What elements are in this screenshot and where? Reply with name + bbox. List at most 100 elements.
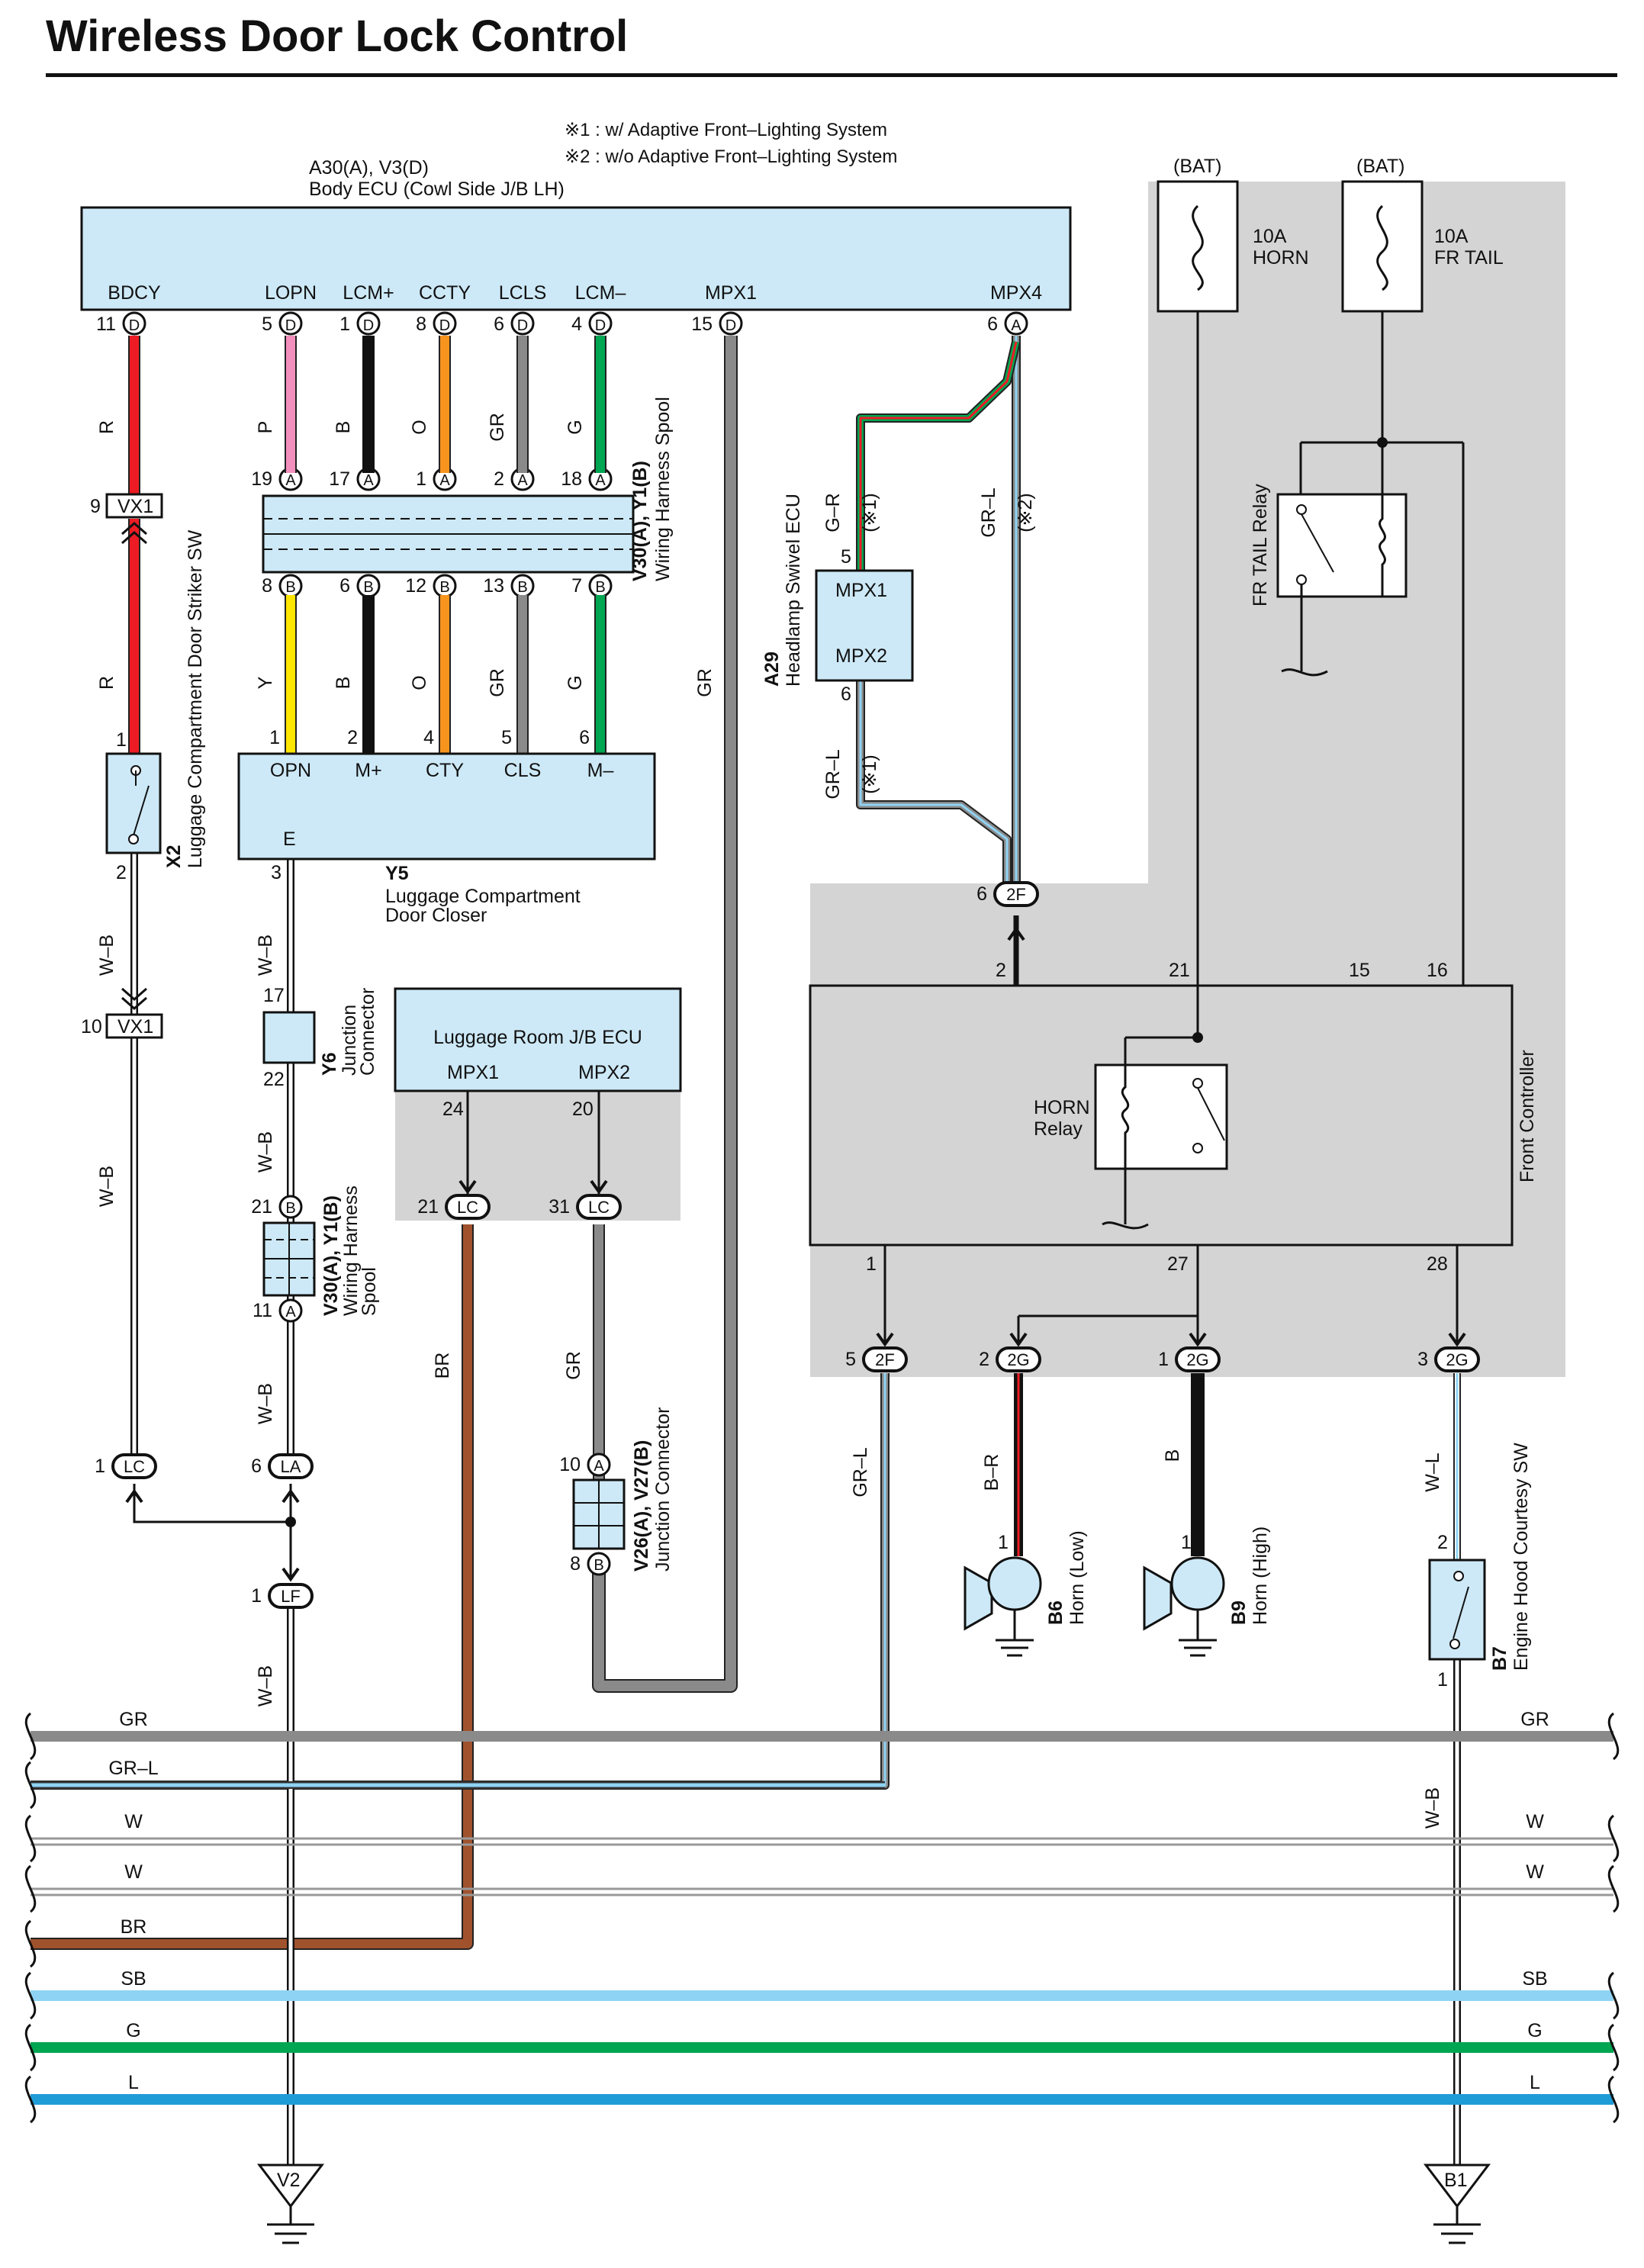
ecu-pin-conn: A: [1011, 317, 1021, 334]
conn-lc-31: [576, 1194, 622, 1220]
hood-sw-code: B7: [1489, 1646, 1510, 1671]
conn-lc-1: [111, 1453, 157, 1479]
ecu-pin-label: LCM–: [575, 282, 626, 304]
y6-pin-top: 17: [263, 985, 285, 1006]
ground-v2: [256, 2163, 325, 2244]
wire-color-label: (※1): [859, 493, 880, 532]
fuse-tail-name: FR TAIL: [1434, 247, 1504, 269]
spool-bottom-conn: B: [285, 579, 295, 596]
v26-pin-bottom: [587, 1552, 611, 1576]
conn-la-6: [268, 1453, 314, 1479]
bus-right-label: W: [1526, 1811, 1544, 1832]
ground-join: [133, 1484, 292, 1579]
ecu-pin-circle: [122, 311, 146, 336]
wire-color-label: W–B: [255, 935, 276, 976]
bus-break-right: [1607, 1864, 1620, 1913]
wire-hl-bottom: [857, 680, 1010, 883]
note-2: ※2 : w/o Adaptive Front–Lighting System: [565, 146, 897, 167]
closer-pin-num: 6: [579, 727, 590, 748]
fuse-horn-rating: 10A: [1253, 226, 1287, 247]
ecu-pin-label: MPX1: [705, 282, 757, 304]
headlamp-ecu-pin2: MPX2: [835, 645, 887, 667]
ecu-pin-circle: [356, 311, 381, 336]
bus-right-label: SB: [1522, 1968, 1547, 1990]
arrow-down: [1009, 1332, 1028, 1347]
headlamp-ecu-num1: 5: [841, 546, 851, 568]
spool-bottom-num: 13: [483, 575, 504, 597]
ground-b1-label: B1: [1444, 2170, 1468, 2191]
horn-low-name: Horn (Low): [1067, 1530, 1088, 1625]
front-controller-name: Front Controller: [1517, 1050, 1538, 1182]
horn-low-pin: 1: [998, 1532, 1009, 1553]
bus-right-label: GR: [1520, 1709, 1549, 1730]
lower-spool-pin-bottom: [278, 1298, 303, 1323]
conn-2g-1-num: 1: [1158, 1349, 1169, 1370]
fc-pin-16: 16: [1427, 960, 1448, 981]
conn-2g-1: [1175, 1346, 1221, 1372]
horn-relay-label1: HORN: [1034, 1097, 1090, 1118]
page-title: Wireless Door Lock Control: [46, 11, 629, 61]
conn-2g-2: [996, 1346, 1041, 1372]
conn-2g-3: [1434, 1346, 1480, 1372]
ecu-pin-num: 1: [339, 314, 350, 335]
ecu-pin-conn: D: [595, 317, 606, 334]
conn-2g-2-num: 2: [979, 1349, 989, 1370]
tail-relay-name: FR TAIL Relay: [1250, 484, 1271, 606]
vx1-bottom-connector: [105, 1013, 163, 1039]
fuse-horn-box: [1157, 180, 1239, 313]
luggage-ecu-box: [394, 987, 682, 1092]
arrow-up: [1007, 926, 1025, 941]
wire-color-label: B: [333, 421, 354, 434]
spool-top-num: 18: [561, 468, 582, 490]
v26-pin-top-num: 10: [559, 1454, 581, 1475]
wire-color-label: (※2): [1015, 493, 1036, 532]
closer-pin-num: 2: [347, 727, 358, 748]
v26-pin-top-conn: A: [594, 1458, 604, 1475]
headlamp-ecu-pin1: MPX1: [835, 580, 887, 601]
ecu-pin-num: 5: [262, 314, 272, 335]
bus-right-label: W: [1526, 1861, 1544, 1883]
spool-bottom-num: 7: [571, 575, 582, 597]
wire-fc1-outline: [31, 1373, 890, 1790]
horn-relay-box: [1094, 1063, 1228, 1170]
wire-color-label: GR–L: [850, 1447, 871, 1497]
vx1-top-label: VX1: [117, 496, 153, 517]
headlamp-ecu-code: A29: [761, 651, 783, 687]
conn-lc-1-num: 1: [95, 1456, 105, 1477]
fuse-tail-rating: 10A: [1434, 226, 1469, 247]
fc-pin-21: 21: [1169, 960, 1190, 981]
striker-pin-top: 1: [116, 729, 127, 751]
door-closer-box: [237, 752, 656, 861]
spool-top-num: 19: [251, 468, 272, 490]
v26-pin-bottom-conn: B: [594, 1557, 603, 1574]
bus-left-label: W: [124, 1811, 143, 1832]
spool-bottom-conn: B: [363, 579, 373, 596]
bus-break-left: [24, 1919, 37, 1968]
wire-color-label: GR: [487, 413, 508, 442]
ecu-pin-conn: D: [285, 317, 296, 334]
bus-right-label: G: [1527, 2020, 1542, 2041]
y6-code: Y6: [319, 1052, 340, 1076]
conn-lf-1: [268, 1583, 314, 1609]
closer-pin-num: 5: [501, 727, 512, 748]
arrow-down: [282, 1567, 300, 1582]
bus-break-right: [1607, 1712, 1620, 1761]
wire-color-label: GR–L: [822, 749, 844, 799]
arrow-up: [282, 1488, 300, 1504]
spool-top-num: 2: [494, 468, 504, 490]
y6-name1: Junction: [339, 1005, 360, 1076]
ecu-pin-label: CCTY: [419, 282, 471, 304]
horn-high-code: B9: [1228, 1600, 1250, 1625]
spool-top-conn: A: [517, 472, 528, 489]
vx1-bottom-num: 10: [81, 1016, 102, 1037]
conn-2g-2-label: 2G: [1007, 1350, 1029, 1369]
ecu-pin-conn: D: [363, 317, 374, 334]
conn-2g-1-label: 2G: [1186, 1350, 1208, 1369]
bus-break-left: [24, 1971, 37, 2020]
wire-color-label: G: [565, 675, 586, 690]
note-1: ※1 : w/ Adaptive Front–Lighting System: [565, 120, 887, 140]
bus-left-label: G: [126, 2020, 140, 2041]
conn-2f-bottom-num: 5: [845, 1349, 856, 1370]
fc-pin-15: 15: [1349, 960, 1370, 981]
